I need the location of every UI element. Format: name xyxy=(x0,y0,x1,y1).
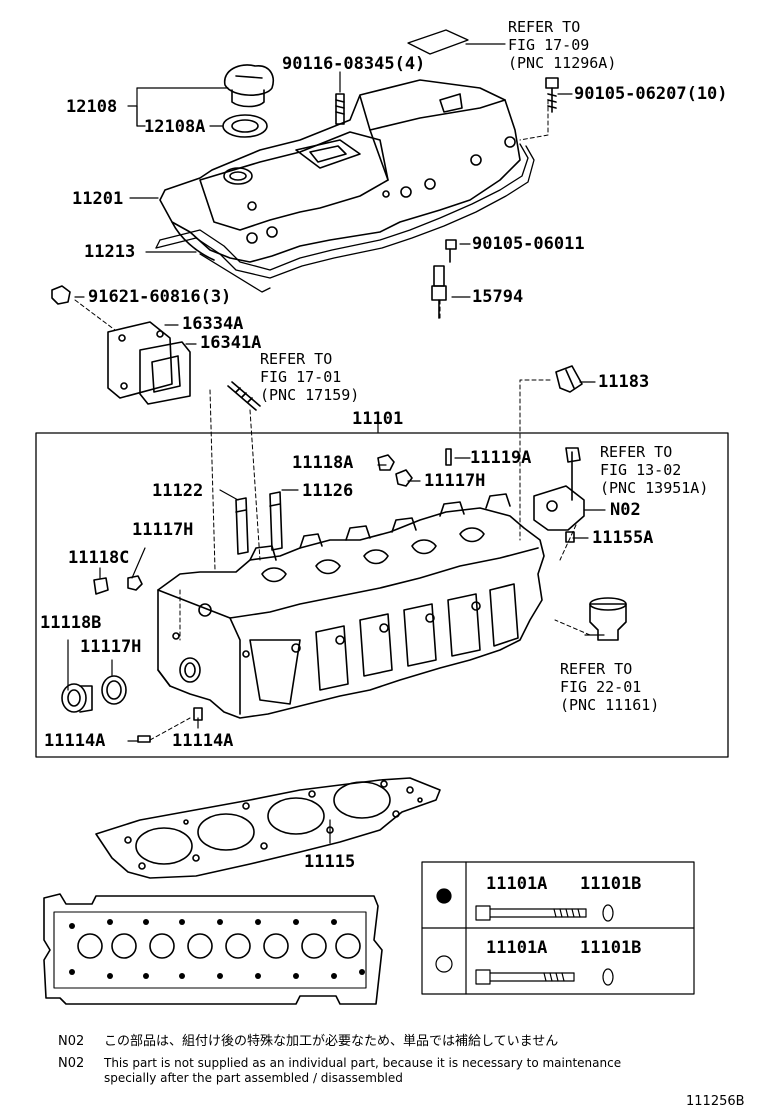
label-12108A: 12108A xyxy=(144,117,206,137)
manifold-stud xyxy=(227,381,261,411)
small-bolt xyxy=(445,239,457,263)
label-11101B-row1: 11101B xyxy=(580,874,642,894)
sensor-15794 xyxy=(431,265,447,319)
oil-filler-cap xyxy=(224,64,274,108)
label-11117H-top: 11117H xyxy=(424,471,486,491)
label-91621: 91621-60816(3) xyxy=(88,287,232,307)
label-plate xyxy=(407,29,469,55)
note-line-2: specially after the part assembled / dis… xyxy=(104,1071,403,1085)
label-11155A: 11155A xyxy=(592,528,654,548)
water-outlet-plate xyxy=(107,321,173,399)
washer-icon xyxy=(602,904,614,922)
head-gasket xyxy=(95,777,441,879)
washer-icon xyxy=(602,968,614,986)
label-11117H-low: 11117H xyxy=(80,637,142,657)
plug-11161 xyxy=(589,597,627,641)
label-90105-06011: 90105-06011 xyxy=(472,234,585,254)
label-15794: 15794 xyxy=(472,287,524,307)
label-11118C: 11118C xyxy=(68,548,130,568)
bracket-N02 xyxy=(533,447,585,531)
refer-line: REFER TO xyxy=(600,443,673,461)
refer-fig-13-02[interactable]: REFER TO FIG 13-02 (PNC 13951A) xyxy=(600,443,708,497)
cap-gasket xyxy=(222,114,268,138)
dashed-guides xyxy=(74,99,591,741)
label-11115: 11115 xyxy=(304,852,356,872)
label-11213: 11213 xyxy=(84,242,136,262)
refer-line: REFER TO xyxy=(508,18,581,36)
note-text-en: This part is not supplied as an individu… xyxy=(104,1056,621,1086)
pin-11114A-b xyxy=(193,707,203,721)
label-11101B-row2: 11101B xyxy=(580,938,642,958)
note-code-en: N02 xyxy=(58,1056,85,1071)
refer-pnc: (PNC 11161) xyxy=(560,696,660,714)
refer-pnc: (PNC 13951A) xyxy=(600,479,709,497)
label-11114A-b: 11114A xyxy=(172,731,234,751)
figure-id: 111256B xyxy=(686,1094,745,1109)
label-90105-06207: 90105-06207(10) xyxy=(574,84,728,104)
label-11201: 11201 xyxy=(72,189,124,209)
cylinder-head xyxy=(157,493,545,719)
open-circle-icon xyxy=(435,955,453,973)
label-11101A-row1: 11101A xyxy=(486,874,548,894)
label-11118B: 11118B xyxy=(40,613,102,633)
plug-11118B xyxy=(61,683,93,713)
long-bolt-icon xyxy=(475,969,575,985)
label-11183: 11183 xyxy=(598,372,650,392)
label-11101A-row2: 11101A xyxy=(486,938,548,958)
label-11101: 11101 xyxy=(352,409,404,429)
pin-11114A-a xyxy=(137,735,151,743)
label-11118A: 11118A xyxy=(292,453,354,473)
flange-bolt xyxy=(51,285,71,305)
guide-11122 xyxy=(235,497,249,555)
refer-fig-17-01[interactable]: REFER TO FIG 17-01 (PNC 17159) xyxy=(260,350,359,404)
label-11114A-a: 11114A xyxy=(44,731,106,751)
cylinder-head-bottom-view xyxy=(43,893,383,1005)
label-11122: 11122 xyxy=(152,481,204,501)
refer-fig: FIG 22-01 xyxy=(560,678,642,696)
part-11183 xyxy=(555,365,583,393)
label-16341A: 16341A xyxy=(200,333,262,353)
guide-11126 xyxy=(269,491,283,551)
refer-fig-17-09[interactable]: REFER TO FIG 17-09 (PNC 11296A) xyxy=(508,18,616,72)
plug-11119A xyxy=(445,448,452,466)
refer-line: REFER TO xyxy=(560,660,633,678)
label-12108: 12108 xyxy=(66,97,118,117)
label-16334A: 16334A xyxy=(182,314,244,334)
water-outlet-gasket xyxy=(139,341,191,405)
label-90116: 90116-08345(4) xyxy=(282,54,426,74)
label-11126: 11126 xyxy=(302,481,354,501)
label-N02: N02 xyxy=(610,500,641,520)
label-11117H-left: 11117H xyxy=(132,520,194,540)
refer-fig: FIG 17-01 xyxy=(260,368,342,386)
refer-fig-22-01[interactable]: REFER TO FIG 22-01 (PNC 11161) xyxy=(560,660,659,714)
pin-11155A xyxy=(565,531,575,543)
note-code-jp: N02 xyxy=(58,1034,85,1049)
stud-bolt xyxy=(335,93,345,125)
bolt-table xyxy=(421,861,695,995)
seal-11117H-low xyxy=(101,675,127,705)
leader-lines xyxy=(67,43,606,844)
head-cover-gasket xyxy=(155,143,535,293)
seal-11118A xyxy=(377,454,395,471)
filled-circle-icon xyxy=(436,888,452,904)
refer-pnc: (PNC 11296A) xyxy=(508,54,617,72)
cover-bolt xyxy=(545,77,559,113)
refer-fig: FIG 17-09 xyxy=(508,36,590,54)
refer-pnc: (PNC 17159) xyxy=(260,386,360,404)
plug-11118C xyxy=(93,577,109,595)
note-text-jp: この部品は、組付け後の特殊な加工が必要なため、単品では補給していません xyxy=(104,1034,559,1049)
nut-11117H-left xyxy=(127,575,143,591)
long-bolt-icon xyxy=(475,905,587,921)
label-11119A: 11119A xyxy=(470,448,532,468)
refer-fig: FIG 13-02 xyxy=(600,461,682,479)
note-line-1: This part is not supplied as an individu… xyxy=(104,1056,622,1070)
nut-11117H-top xyxy=(395,469,413,487)
cylinder-head-assembly-frame xyxy=(35,432,729,758)
refer-line: REFER TO xyxy=(260,350,333,368)
